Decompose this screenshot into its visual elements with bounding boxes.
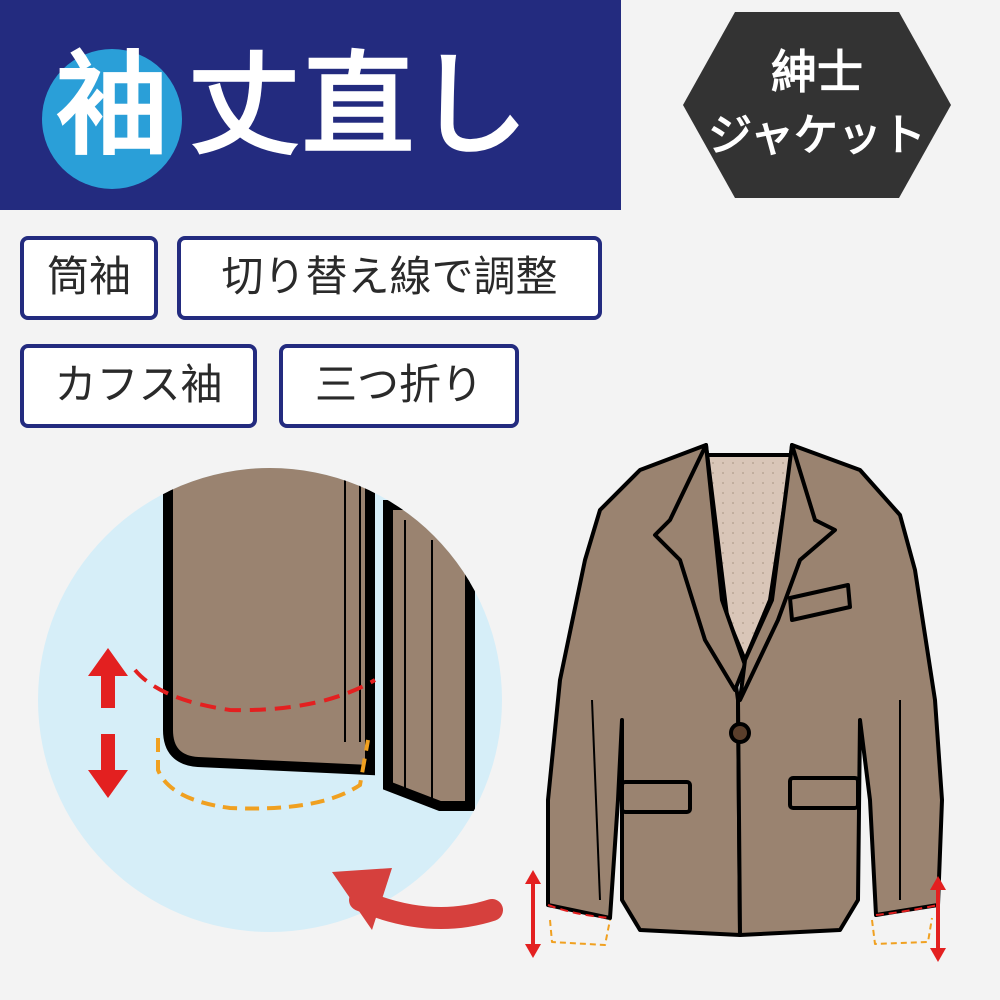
title-text: 丈直し (188, 41, 530, 171)
tag-cuffs-sode: カフス袖 (20, 344, 257, 428)
cuff-arrow-right (930, 876, 946, 962)
title-accent-circle (42, 49, 182, 189)
category-badge: 紳士 ジャケット (683, 12, 951, 198)
jacket-illustration (546, 443, 944, 946)
tag-tsutsu-sode: 筒袖 (20, 236, 158, 320)
badge-line-2: ジャケット (708, 110, 926, 161)
sleeve-closeup (38, 468, 502, 932)
hexagon-badge (683, 12, 951, 198)
cuff-arrow-left (525, 870, 541, 958)
curved-arrow-icon (332, 868, 503, 930)
title-highlight-char: 袖 (56, 41, 168, 171)
double-arrow-icon (88, 648, 128, 798)
tag-kirikae-sen: 切り替え線で調整 (177, 236, 602, 320)
badge-line-1: 紳士 (771, 45, 863, 99)
tag-mitsuori: 三つ折り (279, 344, 519, 428)
title-banner (0, 0, 621, 210)
